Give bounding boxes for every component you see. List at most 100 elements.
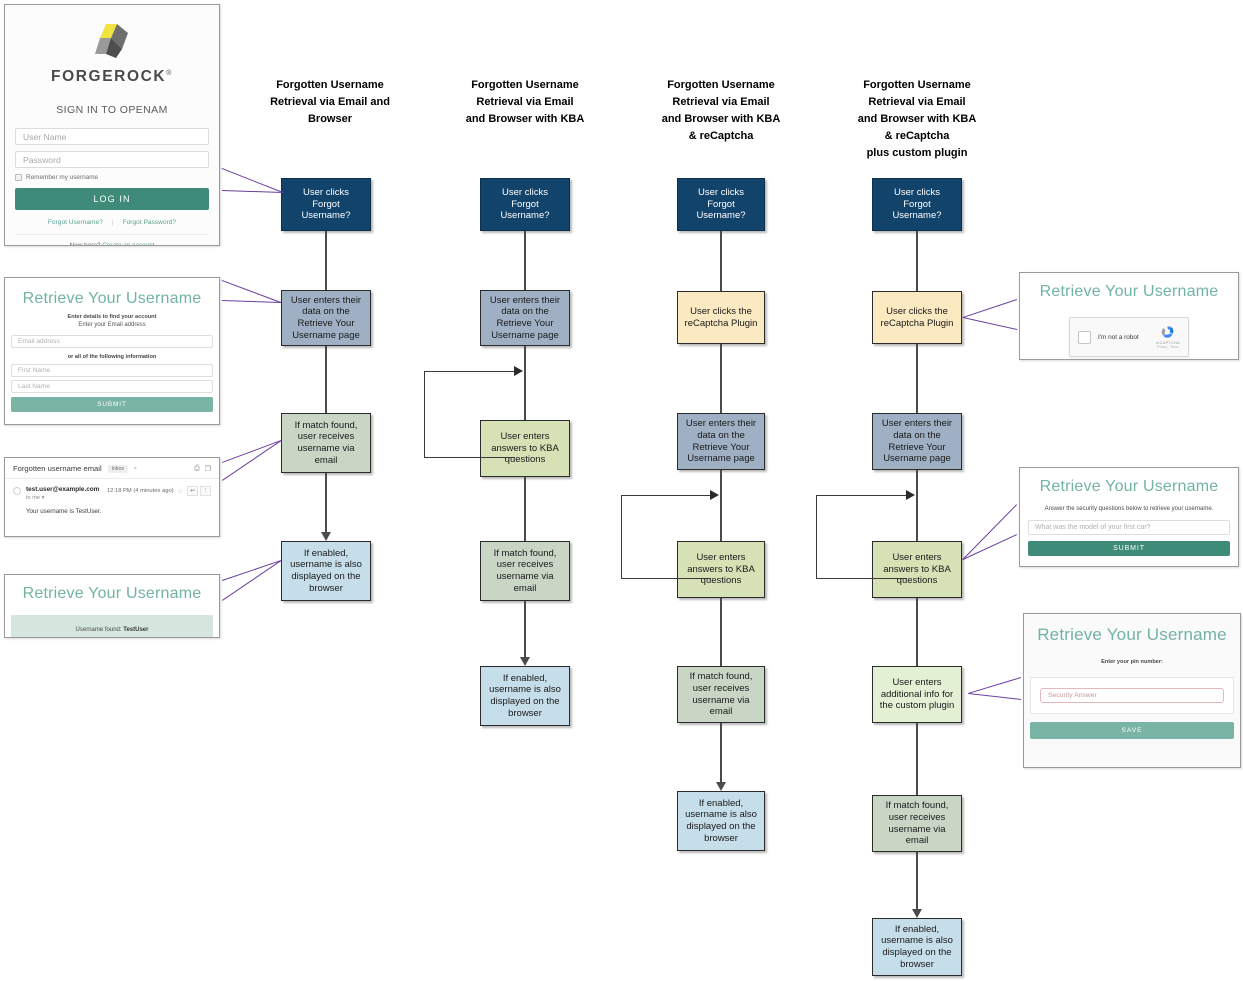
more-options-icon[interactable]: ⋮ [200, 486, 211, 496]
flow-connector [524, 477, 526, 541]
recaptcha-logo-icon [1160, 325, 1175, 340]
email-time: 12:18 PM (4 minutes ago) [106, 488, 174, 494]
recaptcha-checkbox[interactable] [1078, 330, 1091, 344]
username-input[interactable]: User Name [15, 128, 209, 145]
chevron-down-icon[interactable]: ▾ [41, 495, 45, 501]
remember-row[interactable]: Remember my username [15, 174, 209, 181]
username-placeholder: User Name [23, 131, 67, 142]
security-question-input[interactable]: What was the model of your first car? [1028, 520, 1230, 535]
flow-connector [325, 473, 327, 532]
forgot-username-link[interactable]: Forgot Username? [47, 219, 103, 226]
annotation-line [962, 298, 1017, 318]
flow-connector [720, 598, 722, 666]
print-icon[interactable]: ⎙ [194, 464, 200, 472]
recaptcha-widget[interactable]: I'm not a robot reCAPTCHA Privacy - Term… [1069, 317, 1189, 357]
flow-connector [325, 231, 327, 290]
loop-arrowhead-icon [710, 490, 719, 500]
first-name-input[interactable]: First Name [11, 364, 213, 377]
flow-connector [916, 344, 918, 413]
recaptcha-terms[interactable]: Privacy - Terms [1156, 345, 1179, 349]
password-placeholder: Password [23, 154, 61, 165]
or-divider: or all of the following information [67, 354, 157, 360]
flow-connector [720, 470, 722, 541]
email-address-input[interactable]: Email address [11, 335, 213, 348]
flow-connector [524, 231, 526, 290]
new-here-text: New here? [69, 242, 101, 246]
kba-retry-loop [424, 371, 515, 458]
found-title: Retrieve Your Username [22, 585, 202, 602]
security-instruction: Answer the security questions below to r… [1044, 506, 1214, 512]
email-sender-row: test.user@example.com to me ▾ 12:18 PM (… [13, 486, 211, 501]
link-separator: | [111, 219, 114, 226]
reply-icon[interactable]: ↩ [187, 486, 198, 496]
annotation-line [963, 316, 1018, 330]
flow-connector [916, 470, 918, 541]
first-name-placeholder: First Name [18, 367, 51, 374]
email-action-buttons: ↩ ⋮ [187, 486, 211, 496]
save-button[interactable]: SAVE [1030, 722, 1234, 739]
popout-icon[interactable]: ❐ [204, 465, 211, 473]
flow-connector [916, 852, 918, 909]
recaptcha-label: I'm not a robot [1098, 333, 1139, 341]
star-icon[interactable]: ☆ [177, 488, 183, 495]
flow-connector [916, 723, 918, 795]
email-meta: 12:18 PM (4 minutes ago) ☆ ↩ ⋮ [107, 486, 211, 496]
forgot-password-link[interactable]: Forgot Password? [122, 219, 177, 226]
login-button[interactable]: LOG IN [15, 188, 209, 210]
security-question-placeholder: What was the model of your first car? [1035, 524, 1151, 531]
arrowhead-icon [520, 657, 530, 666]
security-answer-input[interactable]: Security Answer [1040, 688, 1224, 703]
signup-row: New here? Create an account [15, 235, 209, 246]
last-name-input[interactable]: Last Name [11, 380, 213, 393]
annotation-line [222, 440, 282, 482]
retrieve-submit-button[interactable]: SUBMIT [11, 397, 213, 412]
remember-checkbox[interactable] [15, 174, 22, 181]
email-header: Forgotten username email Inbox × ⎙ ❐ [5, 458, 219, 479]
retrieve-username-screenshot: Retrieve Your Username Enter details to … [4, 277, 220, 425]
security-submit-button[interactable]: SUBMIT [1028, 541, 1230, 556]
email-to: to me ▾ [26, 495, 99, 501]
signin-heading: SIGN IN TO OPENAM [56, 104, 168, 116]
create-account-link[interactable]: Create an account [102, 242, 155, 246]
email-placeholder: Email address [18, 338, 60, 345]
security-title: Retrieve Your Username [1039, 478, 1219, 495]
flow-connector [524, 346, 526, 420]
chip-close-icon[interactable]: × [133, 465, 137, 472]
loop-arrowhead-icon [906, 490, 915, 500]
password-input[interactable]: Password [15, 151, 209, 168]
kba-retry-loop [621, 495, 711, 579]
pin-number-screenshot: Retrieve Your Username Enter your pin nu… [1023, 613, 1241, 768]
email-label-chip: Inbox [107, 464, 128, 473]
username-found-banner: Username found: TestUser [11, 615, 213, 637]
email-screenshot: Forgotten username email Inbox × ⎙ ❐ tes… [4, 457, 220, 537]
annotation-line [968, 692, 1022, 700]
security-question-screenshot: Retrieve Your Username Answer the securi… [1019, 467, 1239, 567]
remember-label: Remember my username [26, 174, 99, 181]
arrowhead-icon [716, 782, 726, 791]
annotation-line [962, 533, 1017, 560]
